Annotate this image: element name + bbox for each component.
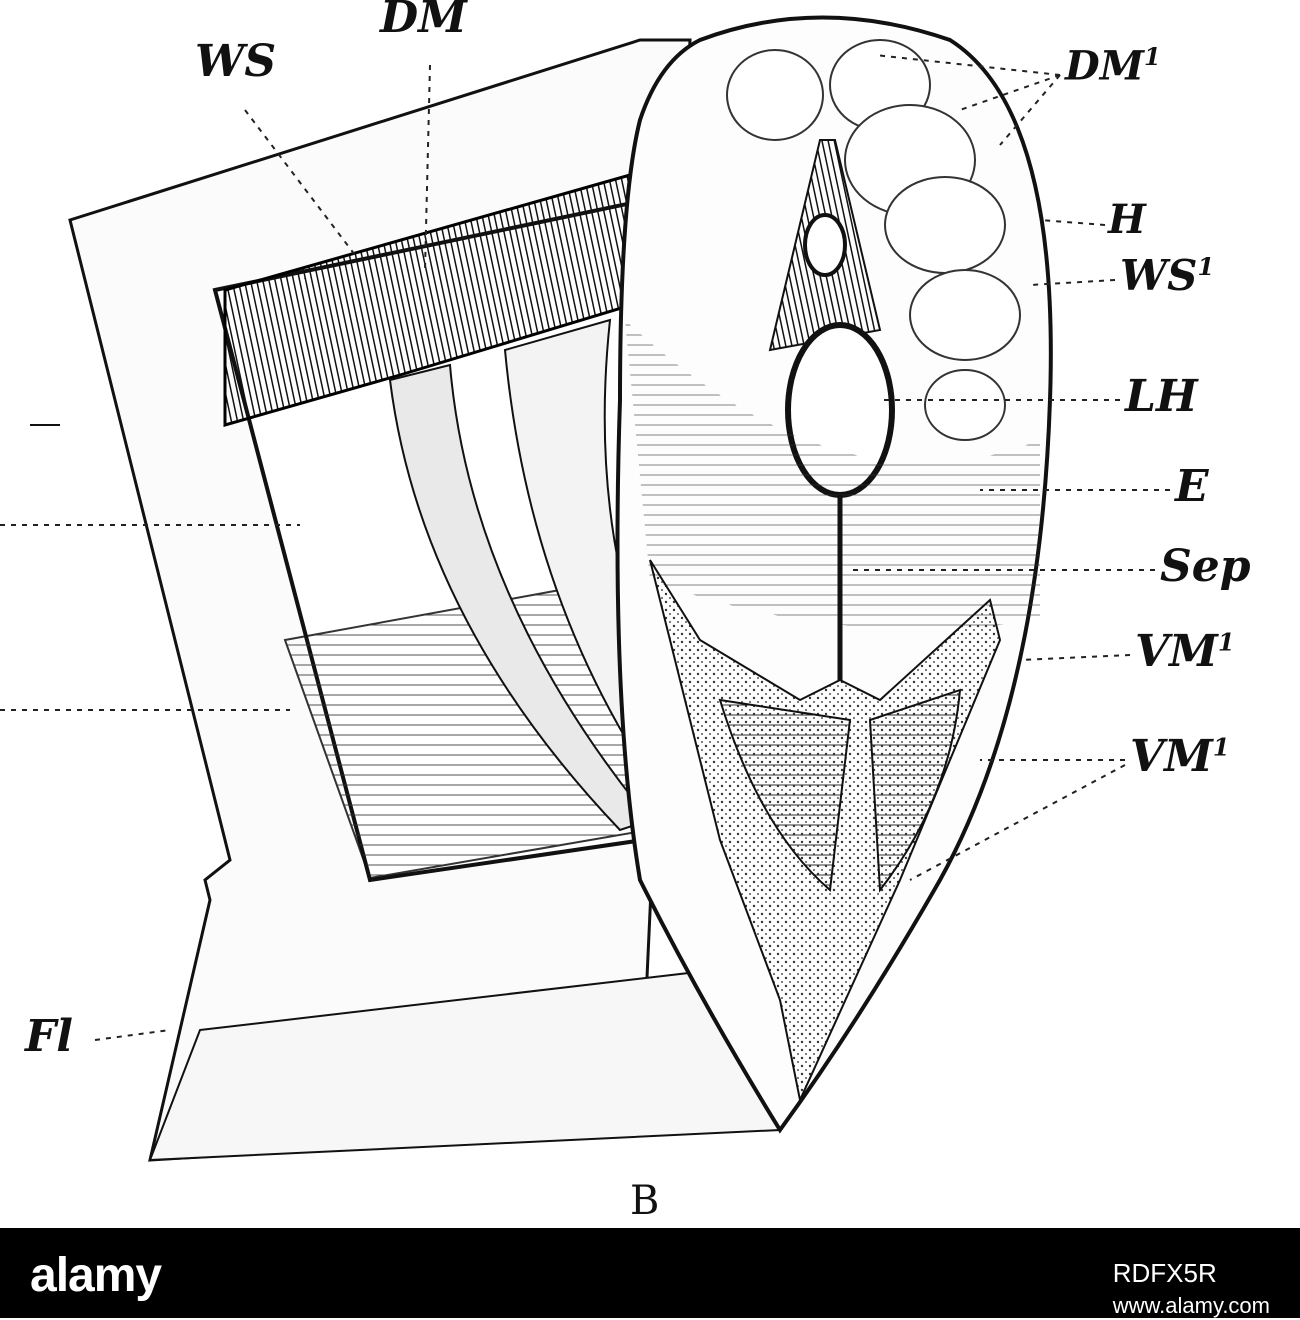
label-h: H: [1108, 196, 1146, 243]
dorsal-lobe: [909, 269, 1021, 361]
label-lh: LH: [1125, 371, 1198, 422]
anatomical-figure: WS DM DM1 H WS1 LH E Sep VM1 VM1 Fl B: [0, 0, 1251, 1224]
label-vm1-a-sup: 1: [1217, 627, 1235, 657]
dorsal-lobe: [924, 369, 1006, 441]
brand-logo: alamy: [30, 1249, 162, 1302]
label-dm: DM: [380, 0, 467, 43]
label-vm1-b-text: VM: [1130, 731, 1213, 782]
dorsal-lobe: [884, 176, 1006, 274]
site-url: www.alamy.com: [1112, 1293, 1270, 1318]
dorsal-lobe: [726, 49, 824, 141]
label-ws1-text: WS: [1120, 251, 1198, 300]
watermark-footer: alamy RDFX5R www.alamy.com: [0, 1228, 1300, 1318]
label-vm1-b: VM1: [1130, 735, 1230, 779]
cross-section-drawing: [0, 15, 1170, 1162]
figure-caption: B: [630, 1178, 660, 1224]
spinal-canal: [803, 213, 847, 277]
label-fl: Fl: [25, 1011, 73, 1062]
label-ws1-sup: 1: [1197, 252, 1215, 281]
hypaxial-muscle: [868, 688, 962, 893]
label-dm1-text: DM: [1065, 42, 1144, 90]
label-ws1: WS1: [1120, 255, 1214, 297]
label-vm1-a-text: VM: [1135, 626, 1218, 677]
label-vm1-b-sup: 1: [1212, 732, 1230, 762]
label-dm1-sup: 1: [1143, 42, 1161, 71]
label-sep: Sep: [1160, 541, 1251, 592]
image-code: RDFX5R: [1112, 1258, 1217, 1288]
label-e: E: [1175, 461, 1209, 512]
label-vm1-a: VM1: [1135, 630, 1235, 674]
label-ws: WS: [195, 36, 277, 87]
epaxial-muscle: [625, 320, 1040, 629]
stock-id: RDFX5R www.alamy.com: [1113, 1258, 1270, 1320]
label-dm1: DM1: [1065, 45, 1161, 86]
hypaxial-muscle: [718, 698, 852, 892]
